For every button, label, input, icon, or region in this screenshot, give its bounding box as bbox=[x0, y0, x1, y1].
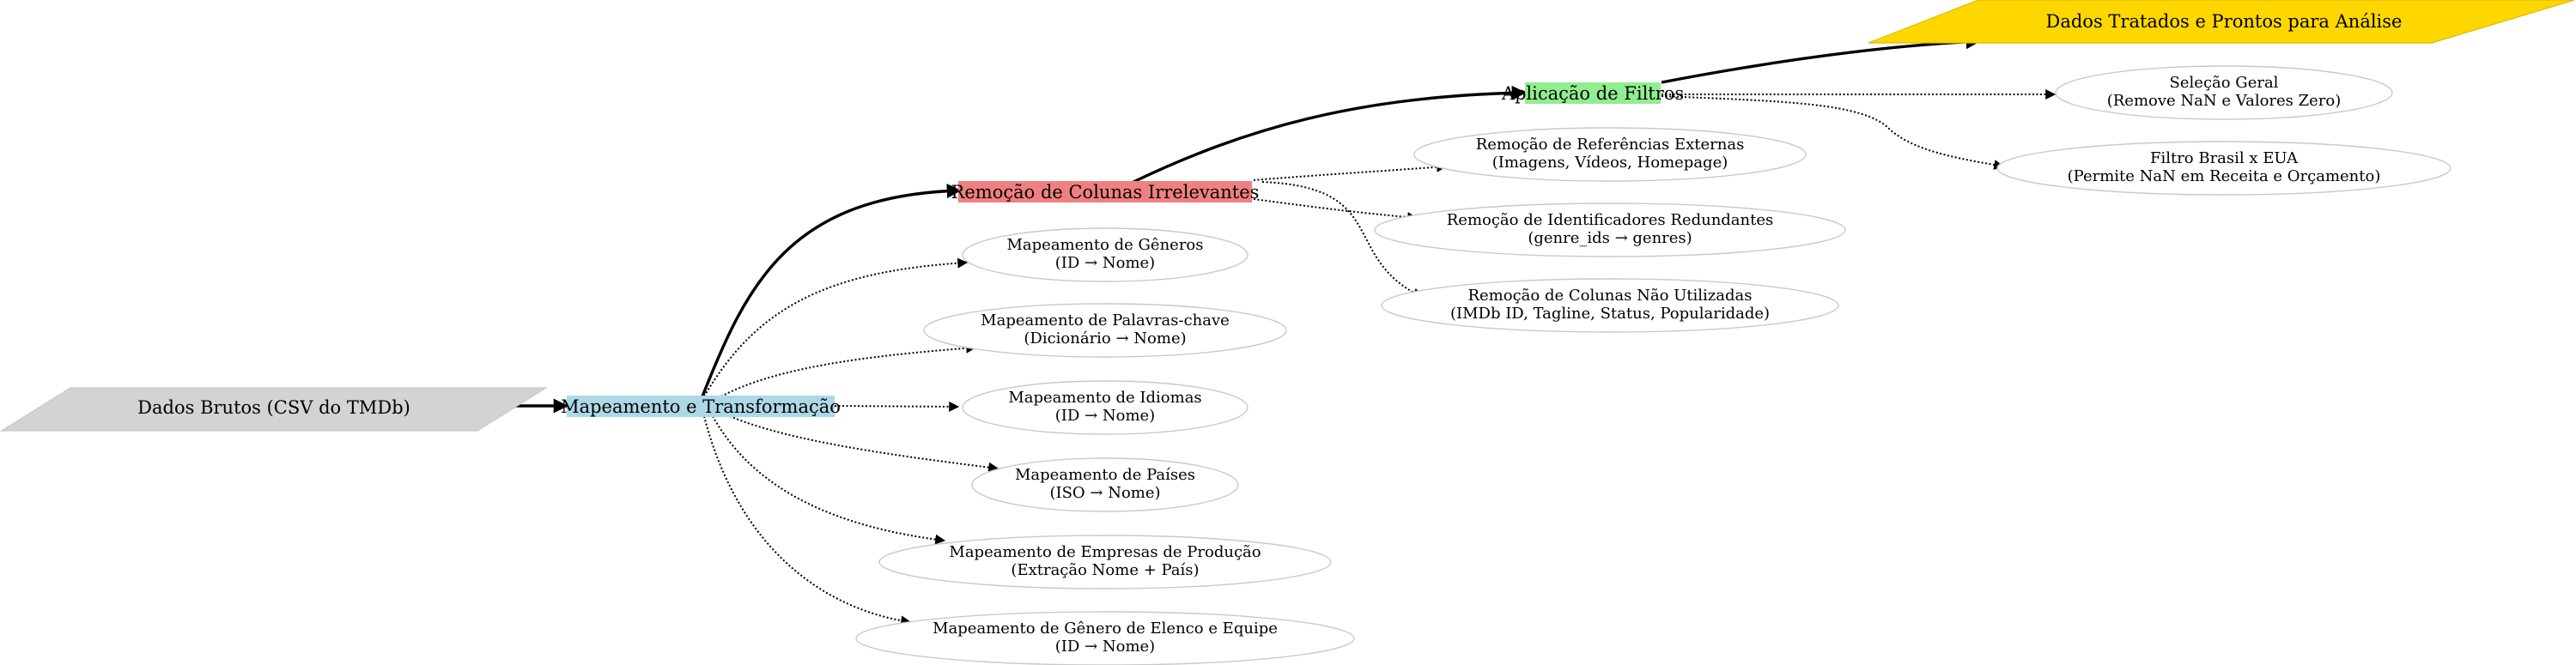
step-ellipse bbox=[1413, 127, 1807, 182]
step-filters-general: Seleção Geral (Remove NaN e Valores Zero… bbox=[2055, 65, 2393, 120]
step-detail: (Imagens, Vídeos, Homepage) bbox=[1492, 154, 1728, 172]
edge-mapping-cast-crew bbox=[703, 415, 912, 626]
step-ellipse bbox=[923, 303, 1287, 358]
step-ellipse bbox=[855, 611, 1355, 665]
edge-mapping-to-removal bbox=[701, 183, 962, 397]
step-removal-external-refs: Remoção de Referências Externas (Imagens… bbox=[1413, 127, 1807, 182]
node-final: Dados Tratados e Prontos para Análise bbox=[1868, 0, 2575, 44]
edge-mapping-countries bbox=[729, 415, 999, 473]
step-title: Remoção de Referências Externas bbox=[1476, 136, 1745, 154]
step-title: Seleção Geral bbox=[2170, 74, 2279, 92]
step-ellipse bbox=[1374, 203, 1846, 257]
step-detail: (Dicionário → Nome) bbox=[1024, 329, 1186, 348]
edge-mapping-keywords bbox=[720, 342, 977, 397]
edge-mapping-companies bbox=[712, 415, 946, 545]
mapping-shape bbox=[567, 396, 835, 417]
step-detail: (ID → Nome) bbox=[1055, 407, 1155, 425]
node-mapping: Mapeamento e Transformação bbox=[561, 396, 841, 417]
filters-shape bbox=[1525, 82, 1661, 104]
filters-label: Aplicação de Filtros bbox=[1501, 83, 1684, 104]
step-ellipse bbox=[878, 535, 1332, 589]
edge-removal-external-refs bbox=[1253, 161, 1448, 181]
removal-shape bbox=[958, 181, 1252, 203]
removal-label: Remoção de Colunas Irrelevantes bbox=[951, 182, 1260, 203]
step-detail: (Remove NaN e Valores Zero) bbox=[2107, 92, 2342, 110]
step-detail: (ID → Nome) bbox=[1055, 638, 1155, 656]
raw-data-label: Dados Brutos (CSV do TMDb) bbox=[137, 397, 410, 418]
step-removal-unused-cols: Remoção de Colunas Não Utilizadas (IMDb … bbox=[1381, 278, 1839, 333]
step-mapping-cast-crew: Mapeamento de Gênero de Elenco e Equipe … bbox=[855, 611, 1355, 665]
node-raw-data: Dados Brutos (CSV do TMDb) bbox=[0, 387, 549, 432]
final-label: Dados Tratados e Prontos para Análise bbox=[2046, 11, 2403, 32]
step-detail: (Permite NaN em Receita e Orçamento) bbox=[2068, 167, 2381, 185]
final-shape bbox=[1868, 0, 2575, 44]
edge-removal-to-filters bbox=[1133, 85, 1527, 184]
step-mapping-companies: Mapeamento de Empresas de Produção (Extr… bbox=[878, 535, 1332, 589]
step-title: Remoção de Colunas Não Utilizadas bbox=[1467, 287, 1752, 305]
edge-mapping-languages bbox=[834, 401, 960, 412]
step-detail: (ID → Nome) bbox=[1055, 254, 1155, 272]
edge-filters-br-usa bbox=[1661, 95, 2005, 170]
step-filters-br-usa: Filtro Brasil x EUA (Permite NaN em Rece… bbox=[1996, 141, 2451, 196]
step-title: Mapeamento de Empresas de Produção bbox=[949, 543, 1261, 561]
node-removal: Remoção de Colunas Irrelevantes bbox=[951, 181, 1260, 203]
step-title: Mapeamento de Gêneros bbox=[1006, 236, 1203, 254]
step-ellipse bbox=[962, 380, 1249, 435]
step-mapping-languages: Mapeamento de Idiomas (ID → Nome) bbox=[962, 380, 1249, 435]
node-filters: Aplicação de Filtros bbox=[1501, 82, 1684, 104]
edge-mapping-genres bbox=[703, 257, 969, 397]
step-ellipse bbox=[1996, 141, 2451, 196]
step-title: Mapeamento de Palavras-chave bbox=[981, 311, 1230, 329]
step-title: Mapeamento de Idiomas bbox=[1008, 389, 1201, 407]
edge-removal-unused-cols bbox=[1261, 181, 1424, 298]
step-removal-redundant-ids: Remoção de Identificadores Redundantes (… bbox=[1374, 203, 1846, 257]
raw-data-shape bbox=[0, 387, 549, 432]
step-title: Mapeamento de Países bbox=[1015, 466, 1195, 484]
step-title: Filtro Brasil x EUA bbox=[2150, 149, 2299, 167]
step-mapping-keywords: Mapeamento de Palavras-chave (Dicionário… bbox=[923, 303, 1287, 358]
step-detail: (IMDb ID, Tagline, Status, Popularidade) bbox=[1450, 305, 1770, 323]
step-title: Remoção de Identificadores Redundantes bbox=[1447, 211, 1774, 229]
step-detail: (Extração Nome + País) bbox=[1011, 561, 1199, 579]
step-ellipse bbox=[971, 457, 1239, 512]
step-ellipse bbox=[962, 227, 1249, 282]
edge-removal-redundant-ids bbox=[1253, 198, 1419, 223]
step-detail: (ISO → Nome) bbox=[1049, 484, 1160, 502]
step-detail: (genre_ids → genres) bbox=[1528, 229, 1692, 247]
step-ellipse bbox=[1381, 278, 1839, 333]
step-title: Mapeamento de Gênero de Elenco e Equipe bbox=[933, 620, 1278, 638]
edge-filters-to-final bbox=[1661, 34, 1981, 84]
step-ellipse bbox=[2055, 65, 2393, 120]
step-mapping-genres: Mapeamento de Gêneros (ID → Nome) bbox=[962, 227, 1249, 282]
mapping-label: Mapeamento e Transformação bbox=[561, 396, 841, 417]
step-mapping-countries: Mapeamento de Países (ISO → Nome) bbox=[971, 457, 1239, 512]
